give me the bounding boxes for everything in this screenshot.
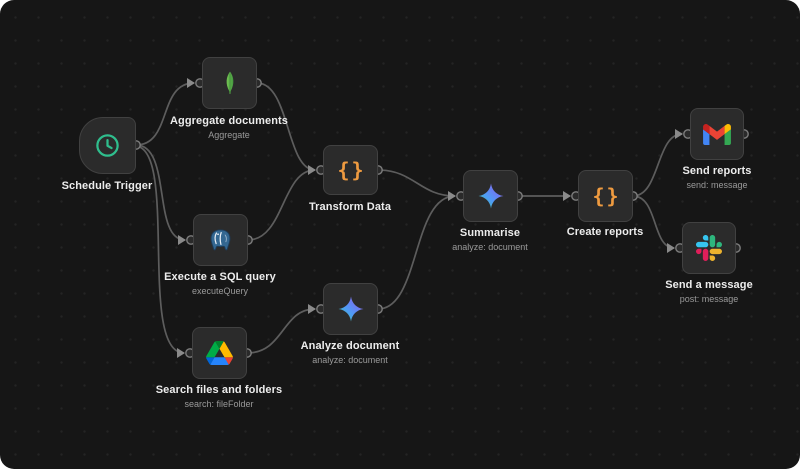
node-schedule-trigger[interactable] (79, 117, 136, 174)
edge-create-to-slack[interactable] (632, 195, 675, 249)
edge-create-to-gmail[interactable] (632, 133, 683, 197)
node-aggregate-documents[interactable] (202, 57, 257, 109)
arrowhead-icon (178, 235, 186, 245)
edge-drive-to-analyze[interactable] (246, 308, 316, 354)
gemini-star-icon (338, 296, 363, 322)
gemini-star-icon (478, 183, 503, 209)
node-analyze-document[interactable] (323, 283, 378, 335)
node-search-files-folders[interactable] (192, 327, 247, 379)
arrowhead-icon (667, 243, 675, 253)
gmail-icon (703, 123, 731, 145)
edge-trigger-to-drive[interactable] (135, 145, 185, 354)
arrowhead-icon (187, 78, 195, 88)
node-send-a-message[interactable] (682, 222, 736, 274)
edge-trigger-to-sql[interactable] (135, 144, 186, 241)
node-transform-data[interactable]: {} (323, 145, 378, 195)
edge-sql-to-transform[interactable] (247, 169, 316, 241)
node-send-reports[interactable] (690, 108, 744, 160)
node-create-reports[interactable]: {} (578, 170, 633, 222)
edge-transform-to-summarise[interactable] (377, 169, 456, 197)
google-drive-icon (206, 341, 233, 365)
node-summarise[interactable] (463, 170, 518, 222)
code-braces-icon: {} (337, 158, 366, 182)
arrowhead-icon (308, 304, 316, 314)
mongodb-leaf-icon (226, 71, 233, 94)
code-braces-icon: {} (592, 184, 621, 208)
postgresql-icon (210, 228, 231, 250)
arrowhead-icon (563, 191, 571, 201)
edge-aggregate-to-transform[interactable] (256, 82, 316, 171)
slack-icon (696, 235, 722, 261)
arrowhead-icon (177, 348, 185, 358)
edge-trigger-to-aggregate[interactable] (135, 82, 195, 146)
clock-icon (96, 134, 119, 157)
arrowhead-icon (308, 165, 316, 175)
edge-analyze-to-summarise[interactable] (377, 195, 456, 310)
arrowhead-icon (448, 191, 456, 201)
arrowhead-icon (675, 129, 683, 139)
node-execute-sql-query[interactable] (193, 214, 248, 266)
